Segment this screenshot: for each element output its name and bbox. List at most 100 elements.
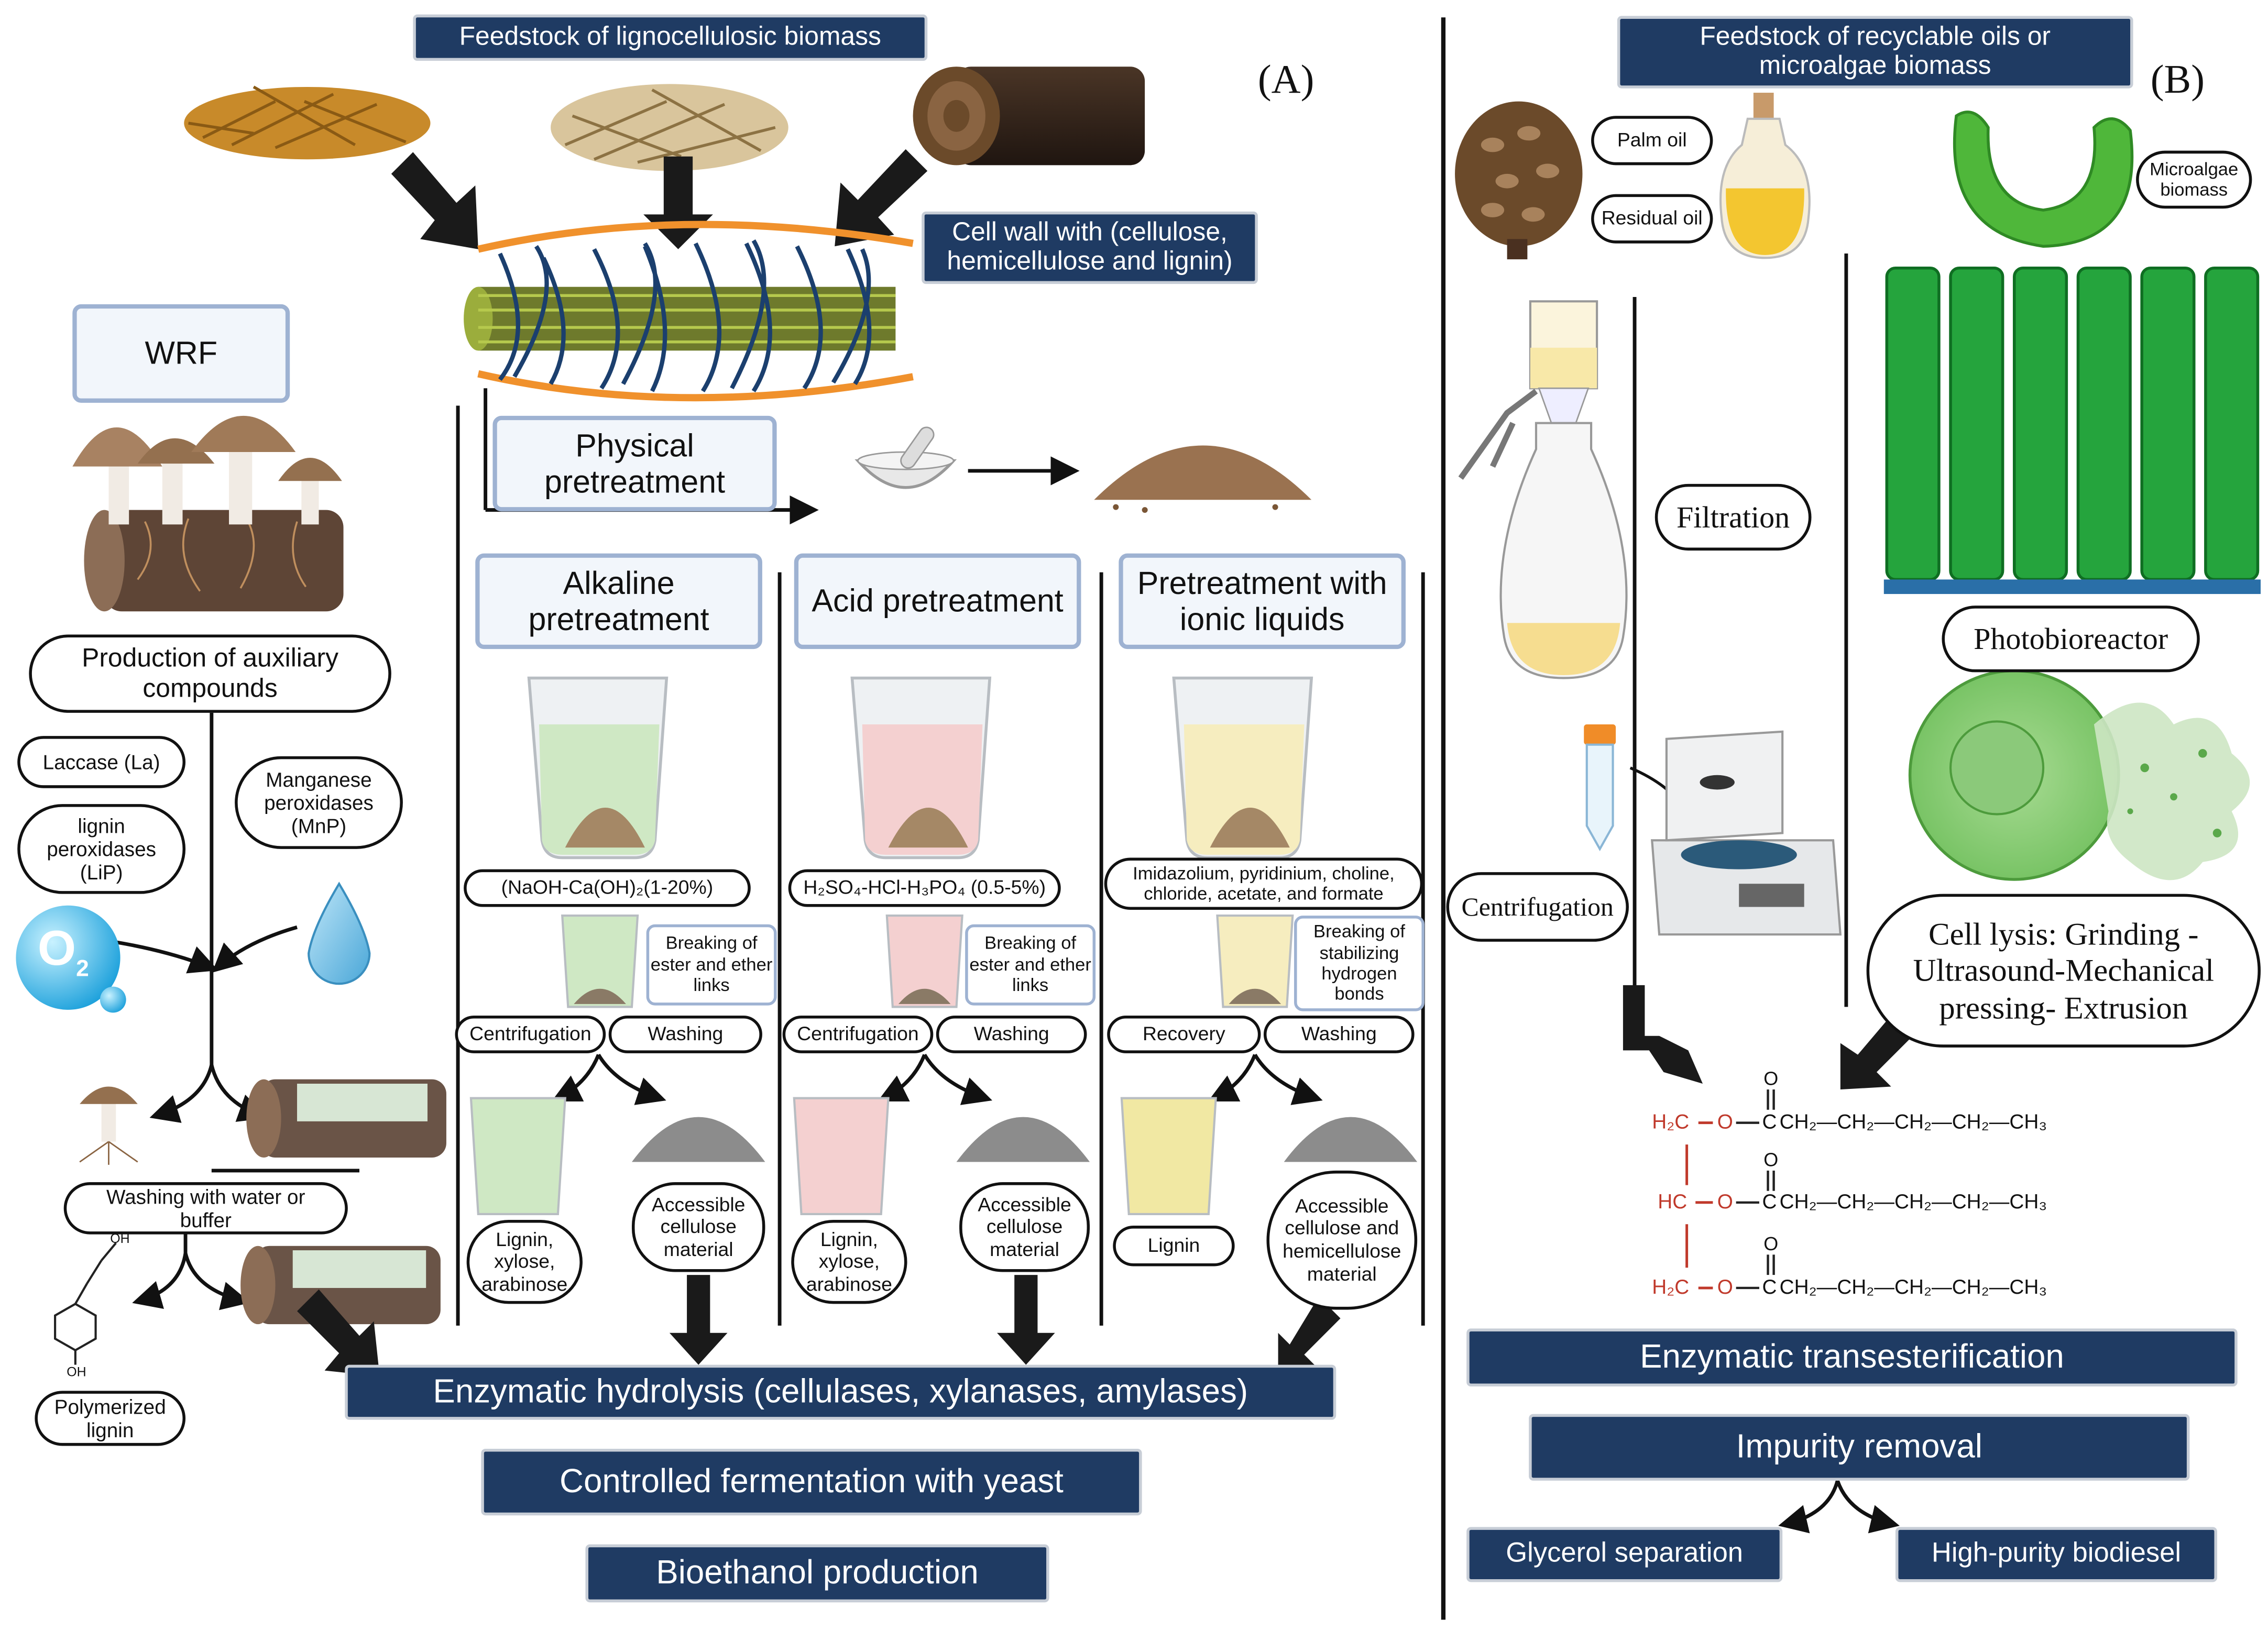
ionic-lignin-pill: Lignin (1113, 1226, 1235, 1266)
bioethanol-box: Bioethanol production (585, 1544, 1049, 1603)
palm-oil-pill: Palm oil (1591, 116, 1713, 166)
oil-jug-icon (1719, 93, 1811, 259)
centrifuge-machine-icon (1650, 730, 1842, 936)
ester-oxygen-2: O (1717, 1189, 1733, 1213)
glycerol-separation-box: Glycerol separation (1466, 1527, 1783, 1582)
small-beaker-green-icon (561, 915, 639, 1008)
wood-log-icon (913, 67, 1145, 166)
glycerol-carbon-3: H₂C (1652, 1275, 1690, 1298)
palm-fruit-icon (1455, 101, 1583, 260)
photobioreactor-pill: Photobioreactor (1942, 605, 2200, 673)
mortar-pestle-icon (854, 426, 957, 489)
panel-b-label: (B) (2150, 58, 2205, 103)
ionic-cellulose-pill: Accessible cellulose and hemicellulose m… (1266, 1170, 1418, 1310)
microalgae-icon (1953, 111, 2134, 248)
biodiesel-box: High-purity biodiesel (1895, 1527, 2217, 1582)
microalgae-pill: Microalgae biomass (2136, 150, 2252, 209)
lignin-beaker-green-icon (469, 1097, 566, 1215)
cellulose-pile-2-icon (956, 1117, 1090, 1162)
powder-pile-icon (1094, 445, 1312, 513)
rice-straw-pile-1-icon (184, 85, 431, 160)
wrf-label: WRF (72, 304, 290, 403)
panel-a-label: (A) (1257, 58, 1314, 103)
o2-symbol: O2 (38, 921, 89, 983)
fatty-chain-2: CH₂—CH₂—CH₂—CH₂—CH₃ (1779, 1189, 2047, 1213)
lignin-peroxidases-pill: lignin peroxidases (LiP) (17, 804, 186, 894)
ester-oxygen-3: O (1717, 1275, 1733, 1298)
ionic-reagent-pill: Imidazolium, pyridinium, choline, chlori… (1104, 857, 1423, 910)
alkaline-cellulose-pill: Accessible cellulose material (631, 1182, 765, 1272)
ionic-beaker-icon (1172, 676, 1313, 860)
residual-oil-pill: Residual oil (1591, 194, 1713, 244)
alkaline-breaking-label: Breaking of ester and ether links (646, 924, 777, 1006)
washing-buffer-pill: Washing with water or buffer (63, 1182, 348, 1235)
cellulose-pile-3-icon (1284, 1117, 1418, 1162)
colonized-log-2-icon (240, 1246, 441, 1325)
feedstock-a-title: Feedstock of lignocellulosic biomass (413, 14, 928, 61)
acid-reagent-pill: H₂SO₄-HCl-H₃PO₄ (0.5-5%) (788, 869, 1061, 907)
carbonyl-oxygen-2: O (1763, 1149, 1779, 1171)
auxiliary-compounds-pill: Production of auxiliary compounds (29, 634, 391, 713)
carbonyl-oxygen-1: O (1763, 1067, 1779, 1090)
final-split-arrows (1778, 1480, 1900, 1534)
oh-bottom-label: OH (67, 1364, 86, 1380)
alkaline-title: Alkaline pretreatment (475, 553, 762, 649)
small-mushroom-icon (79, 1086, 138, 1165)
impurity-removal-box: Impurity removal (1529, 1414, 2190, 1481)
o2-letter: O (37, 921, 76, 977)
ionic-title: Pretreatment with ionic liquids (1119, 553, 1406, 649)
cell-wall-label: Cell wall with (cellulose, hemicellulose… (922, 211, 1258, 284)
acid-centrifugation-pill: Centrifugation (782, 1015, 934, 1053)
hydrolysis-arrows (297, 1275, 1341, 1376)
feedstock-b-title: Feedstock of recyclable oils or microalg… (1617, 16, 2133, 89)
laccase-pill: Laccase (La) (17, 736, 186, 788)
fermentation-box: Controlled fermentation with yeast (481, 1449, 1142, 1516)
cell-lysis-icon (1908, 669, 2250, 881)
alkaline-centrifugation-pill: Centrifugation (455, 1015, 606, 1053)
lignin-monomer-structure (54, 1242, 117, 1365)
centrifugation-pill: Centrifugation (1446, 872, 1629, 942)
glycerol-carbon-2: HC (1658, 1189, 1688, 1213)
acid-breaking-label: Breaking of ester and ether links (965, 924, 1096, 1006)
carbonyl-carbon-2: C (1762, 1189, 1777, 1213)
fatty-chain-1: CH₂—CH₂—CH₂—CH₂—CH₃ (1779, 1109, 2047, 1133)
acid-title: Acid pretreatment (794, 553, 1081, 649)
lignin-beaker-pink-icon (793, 1097, 890, 1215)
acid-beaker-icon (850, 676, 992, 860)
lignin-beaker-yellow-icon (1120, 1097, 1217, 1215)
acid-lignin-pill: Lignin, xylose, arabinose (791, 1219, 907, 1304)
colonized-log-1-icon (246, 1079, 446, 1158)
carbonyl-carbon-1: C (1762, 1109, 1777, 1133)
alkaline-reagent-pill: (NaOH-Ca(OH)₂(1-20%) (464, 869, 751, 907)
alkaline-washing-pill: Washing (608, 1015, 762, 1053)
carbonyl-oxygen-3: O (1763, 1232, 1779, 1255)
enzymatic-hydrolysis-box: Enzymatic hydrolysis (cellulases, xylana… (345, 1364, 1336, 1420)
alkaline-beaker-icon (527, 676, 669, 860)
dry-straw-pile-icon (551, 84, 788, 171)
fatty-chain-3: CH₂—CH₂—CH₂—CH₂—CH₃ (1779, 1275, 2047, 1298)
polymerized-lignin-pill: Polymerized lignin (35, 1391, 186, 1446)
physical-pretreatment-label: Physical pretreatment (492, 415, 777, 512)
ionic-recovery-pill: Recovery (1107, 1015, 1261, 1053)
transesterification-box: Enzymatic transesterification (1466, 1328, 2238, 1387)
mushroom-log-icon (72, 415, 344, 612)
triglyceride-bonds (1685, 1121, 1713, 1290)
ionic-washing-pill: Washing (1263, 1015, 1415, 1053)
cell-lysis-pill: Cell lysis: Grinding - Ultrasound-Mechan… (1866, 894, 2261, 1048)
manganese-peroxidases-pill: Manganese peroxidases (MnP) (235, 756, 403, 849)
small-beaker-yellow-icon (1216, 915, 1294, 1008)
ester-bonds (1736, 1089, 1775, 1290)
ionic-breaking-label: Breaking of stabilizing hydrogen bonds (1294, 916, 1425, 1011)
acid-cellulose-pill: Accessible cellulose material (959, 1182, 1090, 1272)
oh-top-label: OH (110, 1231, 130, 1246)
column-split-arrows (551, 1053, 1323, 1105)
oxygen-sphere-icon (16, 905, 126, 1013)
glycerol-carbon-1: H₂C (1652, 1109, 1690, 1133)
acid-washing-pill: Washing (936, 1015, 1087, 1053)
cell-wall-fiber-icon (464, 221, 914, 525)
small-beaker-pink-icon (885, 915, 963, 1008)
centrifuge-tube-icon (1584, 724, 1616, 852)
filtration-pill: Filtration (1655, 483, 1812, 551)
